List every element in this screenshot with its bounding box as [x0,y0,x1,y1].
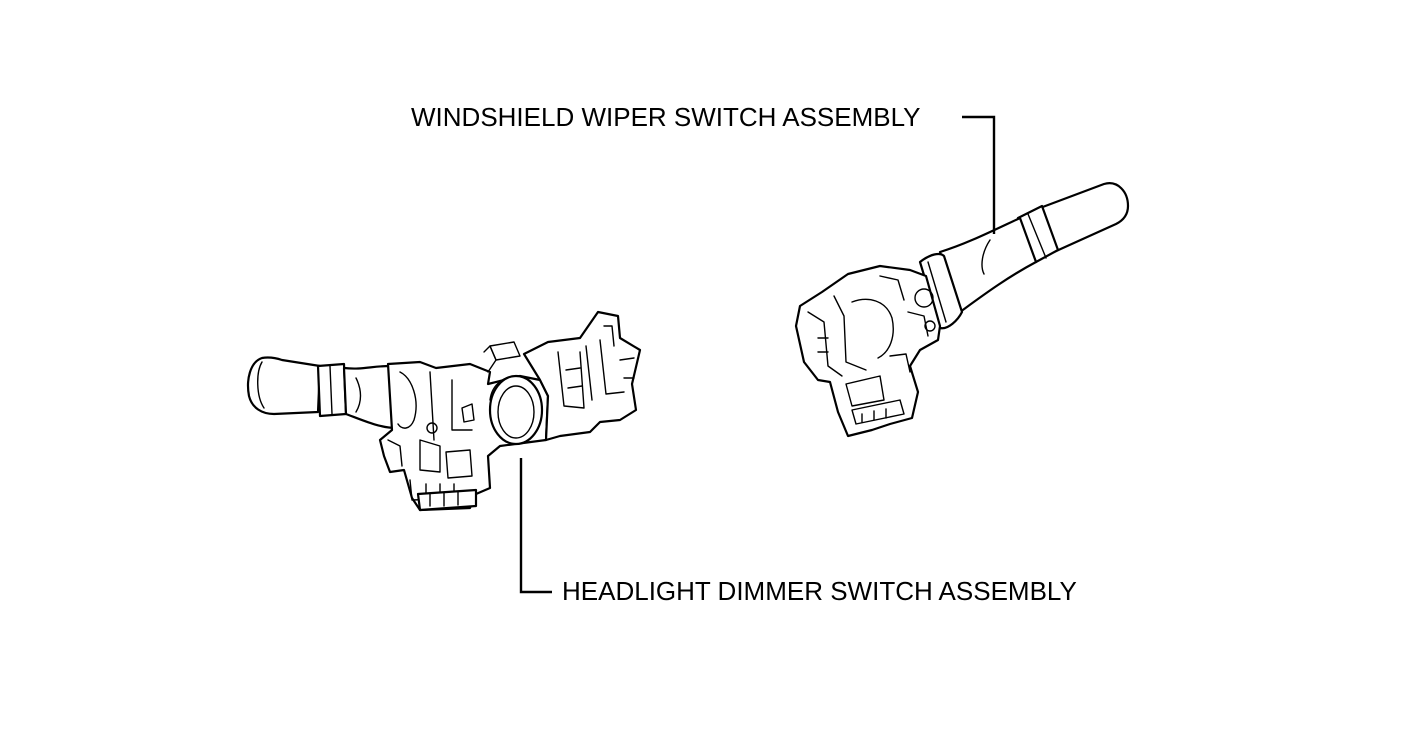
headlight-dimmer-switch-callout-label: HEADLIGHT DIMMER SWITCH ASSEMBLY [562,576,1077,606]
wiper-leader-line [962,115,996,234]
headlight-dimmer-switch-drawing [246,310,642,512]
headlight-leader-line [519,458,552,594]
wiper-switch-callout-label: WINDSHIELD WIPER SWITCH ASSEMBLY [411,102,921,132]
windshield-wiper-switch-drawing [794,182,1130,438]
